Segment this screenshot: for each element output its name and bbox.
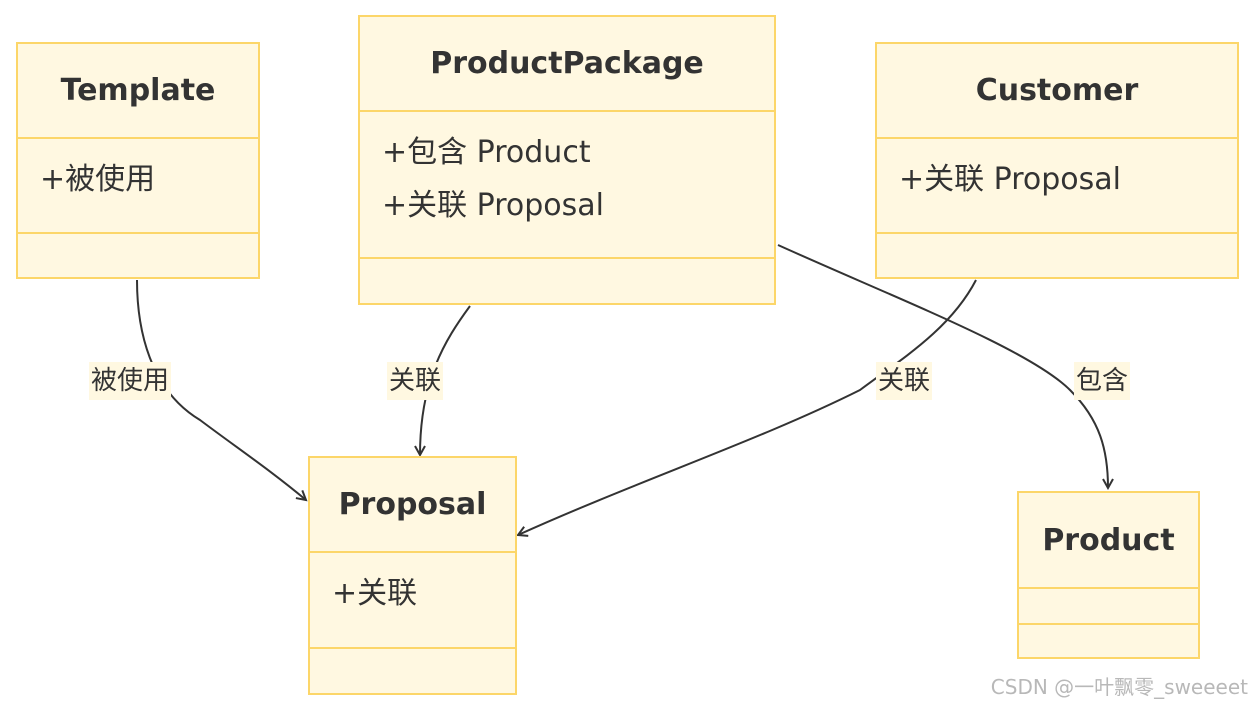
class-title: ProductPackage xyxy=(360,17,774,112)
edge-template-proposal xyxy=(136,279,306,500)
attribute: +关联 xyxy=(332,576,418,611)
class-product: Product xyxy=(1017,491,1200,659)
edge-label-template-proposal: 被使用 xyxy=(89,362,172,400)
edge-customer-proposal xyxy=(518,279,977,535)
class-methods xyxy=(18,234,258,279)
edge-productpackage-product xyxy=(777,244,1108,488)
class-productpackage: ProductPackage +包含 Product +关联 Proposal xyxy=(358,15,776,305)
attribute: +关联 Proposal xyxy=(382,188,605,223)
class-template: Template +被使用 xyxy=(16,42,260,279)
class-title: Product xyxy=(1019,493,1198,589)
class-title: Customer xyxy=(877,44,1237,139)
edge-label-customer-proposal: 关联 xyxy=(876,362,933,400)
attribute: +包含 Product xyxy=(382,135,591,170)
class-attributes: +关联 xyxy=(310,553,515,649)
class-methods xyxy=(1019,625,1198,657)
edge-label-productpackage-proposal: 关联 xyxy=(387,362,444,400)
class-attributes: +被使用 xyxy=(18,139,258,234)
class-title: Template xyxy=(18,44,258,139)
class-methods xyxy=(877,234,1237,279)
class-attributes: +包含 Product +关联 Proposal xyxy=(360,112,774,259)
class-title: Proposal xyxy=(310,458,515,553)
class-attributes xyxy=(1019,589,1198,625)
watermark: CSDN @一叶飘零_sweeeet xyxy=(990,675,1248,699)
class-attributes: +关联 Proposal xyxy=(877,139,1237,234)
attribute: +被使用 xyxy=(40,162,156,197)
class-customer: Customer +关联 Proposal xyxy=(875,42,1239,279)
class-methods xyxy=(310,649,515,693)
attribute: +关联 Proposal xyxy=(899,162,1122,197)
class-methods xyxy=(360,259,774,305)
edge-label-productpackage-product: 包含 xyxy=(1074,362,1131,400)
class-proposal: Proposal +关联 xyxy=(308,456,517,695)
